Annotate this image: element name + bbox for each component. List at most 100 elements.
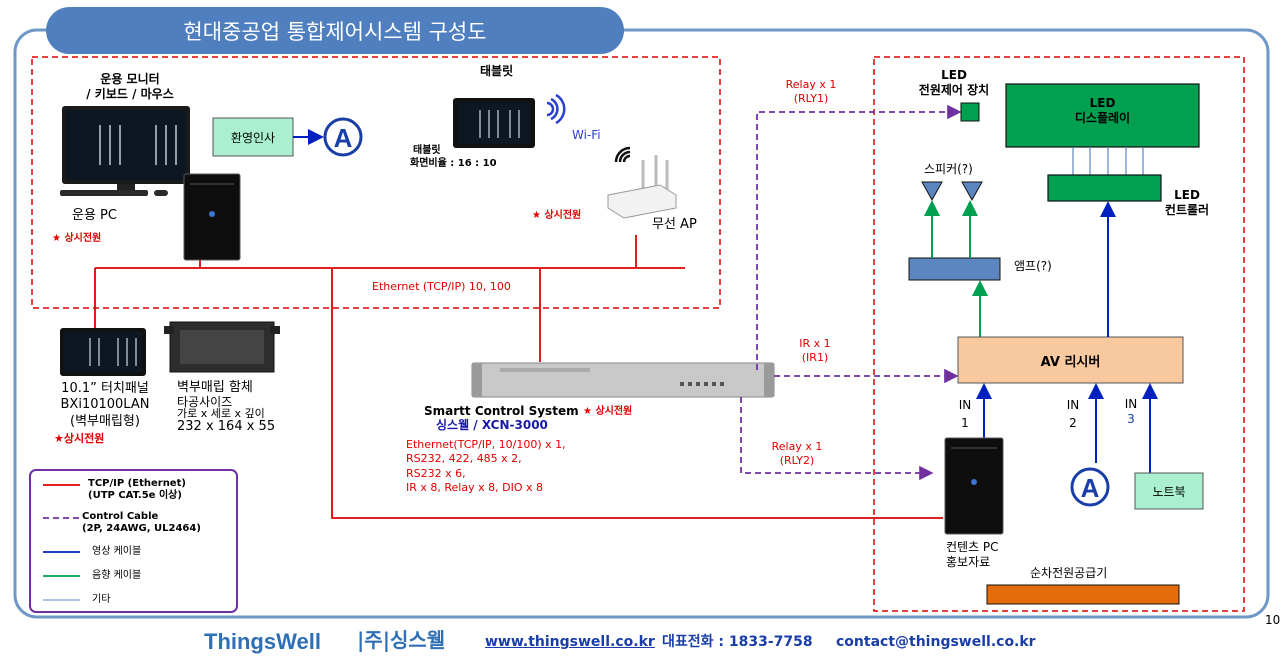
relay1-line1: Relay x 1 bbox=[785, 78, 837, 91]
content-pc-line2: 홍보자료 bbox=[946, 555, 991, 569]
footer-website[interactable]: www.thingswell.co.kr bbox=[485, 634, 655, 650]
tablet-desc: 태블릿 화면비율 : 16 : 10 bbox=[410, 145, 497, 170]
touch-panel-line1: 10.1” 터치패널 bbox=[61, 381, 149, 396]
led-controller-line2: 컨트롤러 bbox=[1164, 203, 1210, 217]
legend-tcpip-line1: TCP/IP (Ethernet) bbox=[88, 478, 186, 489]
legend-box bbox=[29, 469, 238, 613]
speaker-icons bbox=[921, 181, 983, 202]
led-power-device bbox=[960, 102, 980, 122]
page-title: 현대중공업 통합제어시스템 구성도 bbox=[183, 19, 487, 44]
panel-power-label: ★상시전원 bbox=[54, 432, 105, 445]
monitor-label-line2: / 키보드 / 마우스 bbox=[86, 87, 174, 101]
relay1-label: Relay x 1 (RLY1) bbox=[776, 78, 846, 106]
tablet-image bbox=[453, 98, 535, 148]
in3-line1: IN bbox=[1124, 397, 1138, 411]
title-banner: 현대중공업 통합제어시스템 구성도 bbox=[46, 7, 624, 54]
touch-panel-label: 10.1” 터치패널 BXi10100LAN (벽부매립형) bbox=[40, 381, 170, 430]
led-display-line2: 디스플레이 bbox=[1074, 111, 1131, 125]
svg-text:A: A bbox=[1081, 473, 1100, 503]
controller-spec-1: Ethernet(TCP/IP, 10/100) x 1, bbox=[406, 438, 566, 451]
in2-line2: 2 bbox=[1069, 416, 1077, 430]
led-controller bbox=[1047, 174, 1162, 202]
in2-label: IN 2 bbox=[1058, 398, 1088, 431]
a-icon-2: A bbox=[1070, 467, 1110, 507]
footer-brand-kr: |주|싱스웰 bbox=[357, 628, 446, 652]
wall-box-image bbox=[164, 321, 280, 373]
wall-box-line4: 232 x 164 x 55 bbox=[177, 419, 276, 435]
legend-video: 영상 케이블 bbox=[92, 546, 142, 557]
led-display bbox=[1005, 83, 1200, 148]
svg-text:A: A bbox=[334, 123, 353, 153]
ethernet-lines bbox=[94, 235, 943, 519]
laptop-label: 노트북 bbox=[1152, 484, 1186, 499]
pc-tower-image bbox=[183, 173, 241, 261]
monitor-label-line1: 운용 모니터 bbox=[100, 72, 160, 86]
right-zone-border bbox=[873, 56, 1245, 612]
outer-frame bbox=[13, 28, 1270, 619]
led-controller-label: LED 컨트롤러 bbox=[1152, 188, 1222, 218]
monitor-label: 운용 모니터 / 키보드 / 마우스 bbox=[70, 72, 190, 102]
legend-tcpip-line2: (UTP CAT.5e 이상) bbox=[88, 490, 182, 501]
controller-specs: Ethernet(TCP/IP, 10/100) x 1, RS232, 422… bbox=[406, 438, 566, 495]
sequencer-label: 순차전원공급기 bbox=[1030, 566, 1108, 580]
legend-audio: 음향 케이블 bbox=[92, 570, 142, 581]
touch-panel-image bbox=[60, 328, 146, 376]
footer-brand: ThingsWell bbox=[204, 629, 321, 654]
in1-label: IN 1 bbox=[950, 398, 980, 431]
wifi-icon-tablet bbox=[546, 93, 566, 125]
page-number: 10 bbox=[1265, 613, 1281, 627]
led-display-label: LED 디스플레이 bbox=[1006, 96, 1199, 126]
legend-lines bbox=[43, 484, 80, 601]
in1-line1: IN bbox=[958, 398, 972, 412]
av-receiver-label: AV 리시버 bbox=[1040, 354, 1101, 370]
legend-control-line2: (2P, 24AWG, UL2464) bbox=[82, 523, 201, 534]
controller-name: Smartt Control System bbox=[424, 404, 579, 418]
controller-model: 싱스웰 / XCN-3000 bbox=[436, 418, 548, 432]
tablet-title: 태블릿 bbox=[480, 64, 514, 78]
a-icon-1: A bbox=[323, 117, 363, 157]
wall-box-line2: 타공사이즈 bbox=[177, 395, 233, 410]
led-controller-line1: LED bbox=[1174, 188, 1200, 202]
led-power-line1: LED bbox=[941, 68, 967, 82]
content-pc-image bbox=[944, 437, 1004, 535]
footer-email[interactable]: contact@thingswell.co.kr bbox=[836, 634, 1036, 650]
tablet-desc-line1: 태블릿 bbox=[413, 145, 441, 156]
relay2-line1: Relay x 1 bbox=[771, 440, 823, 453]
relay2-label: Relay x 1 (RLY2) bbox=[762, 440, 832, 468]
controller-power: ★ 상시전원 bbox=[583, 406, 633, 417]
ap-label: 무선 AP bbox=[652, 217, 697, 232]
ethernet-label: Ethernet (TCP/IP) 10, 100 bbox=[372, 280, 511, 293]
touch-panel-line3: (벽부매립형) bbox=[70, 413, 140, 429]
welcome-box bbox=[212, 117, 294, 157]
pc-power-label: ★ 상시전원 bbox=[52, 233, 102, 244]
welcome-label[interactable]: 환영인사 bbox=[230, 130, 276, 145]
led-power-label: LED 전원제어 장치 bbox=[896, 68, 1012, 98]
content-pc-line1: 컨텐츠 PC bbox=[946, 540, 999, 554]
audio-cables bbox=[924, 200, 988, 337]
controller-spec-4: IR x 8, Relay x 8, DIO x 8 bbox=[406, 480, 543, 494]
legend-other: 기타 bbox=[92, 594, 111, 605]
av-receiver-box bbox=[957, 336, 1184, 384]
wall-box-line3: 가로 x 세로 x 깊이 bbox=[177, 407, 265, 421]
laptop-box bbox=[1134, 472, 1204, 510]
in1-line2: 1 bbox=[961, 416, 969, 430]
pc-label: 운용 PC bbox=[72, 208, 117, 223]
led-connectors bbox=[1072, 147, 1144, 175]
control-cables bbox=[740, 104, 962, 481]
sequencer-bar bbox=[986, 584, 1180, 605]
controller-spec-2: RS232, 422, 485 x 2, bbox=[406, 452, 522, 466]
wall-box-label: 벽부매립 함체 타공사이즈 가로 x 세로 x 깊이 232 x 164 x 5… bbox=[177, 380, 275, 436]
amp-label: 앰프(?) bbox=[1014, 259, 1052, 273]
footer-phone: 대표전화 : 1833-7758 bbox=[662, 634, 813, 650]
legend-control: Control Cable (2P, 24AWG, UL2464) bbox=[82, 511, 201, 535]
in3-line2: 3 bbox=[1127, 412, 1135, 426]
relay1-line2: (RLY1) bbox=[793, 91, 829, 105]
legend-control-line1: Control Cable bbox=[82, 511, 159, 522]
legend-tcpip: TCP/IP (Ethernet) (UTP CAT.5e 이상) bbox=[88, 478, 186, 502]
relay2-line2: (RLY2) bbox=[779, 453, 815, 467]
led-display-line1: LED bbox=[1089, 96, 1116, 110]
touch-panel-line2: BXi10100LAN bbox=[60, 397, 150, 413]
ir-label: IR x 1 (IR1) bbox=[780, 337, 850, 365]
amp-box bbox=[908, 257, 1001, 281]
